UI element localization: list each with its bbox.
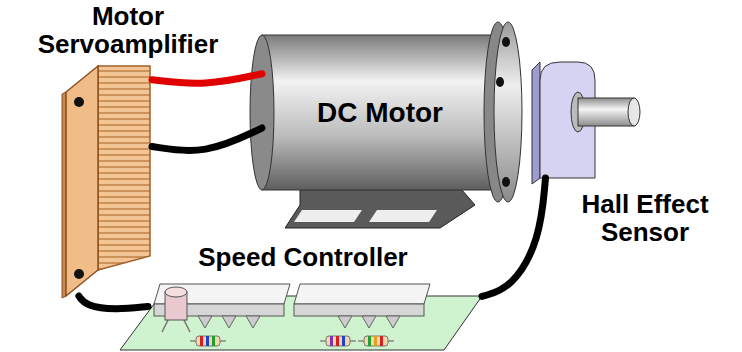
heatsink <box>62 66 150 298</box>
resistor-band <box>330 336 333 346</box>
power-wire <box>152 74 262 83</box>
circuit-board <box>120 284 482 350</box>
chip-pin <box>222 316 236 328</box>
power-wire <box>152 128 262 150</box>
heatsink-plate <box>66 66 98 296</box>
resistor-band <box>374 336 377 346</box>
motor-shaft <box>578 98 634 126</box>
motor-flange <box>494 22 522 202</box>
resistor <box>320 336 356 346</box>
chip-pin <box>386 316 400 328</box>
mounting-hole <box>74 269 84 279</box>
resistor-body <box>196 336 220 346</box>
control-wire <box>79 296 148 309</box>
sensor-side <box>532 62 540 184</box>
resistor <box>358 336 394 346</box>
chip-front <box>294 304 424 316</box>
speed-controller-node: Speed Controller <box>148 283 482 350</box>
resistor-band <box>336 336 339 346</box>
signal-wire <box>482 178 546 296</box>
capacitor-lead <box>184 320 190 332</box>
resistor <box>190 336 226 346</box>
mounting-hole <box>74 97 84 107</box>
capacitor-lead <box>162 320 168 332</box>
flange-hole <box>496 77 504 87</box>
resistor-band <box>200 336 203 346</box>
chip-pin <box>338 316 352 328</box>
chip-pin <box>362 316 376 328</box>
chip-top <box>294 284 430 304</box>
resistor-body <box>326 336 350 346</box>
shaft-end <box>628 98 640 126</box>
chip-pin <box>246 316 260 328</box>
hall-sensor-node: Hall Effect Sensor <box>540 62 595 178</box>
motor-label: DC Motor <box>317 97 443 128</box>
hall-sensor-label: Hall Effect Sensor <box>560 190 730 246</box>
flange-hole <box>502 37 510 47</box>
motor-end-cap <box>250 35 274 190</box>
resistor-band <box>380 336 383 346</box>
servoamplifier-label: Motor Servoamplifier <box>28 2 228 58</box>
servoamplifier-node: Motor Servoamplifier <box>66 66 152 296</box>
heatsink-fins <box>98 66 150 270</box>
resistor-band <box>206 336 209 346</box>
mount-slot <box>369 210 437 222</box>
resistor-body <box>364 336 388 346</box>
chip-pin <box>198 316 212 328</box>
resistor-band <box>342 336 345 346</box>
resistor-band <box>212 336 215 346</box>
dc-motor-drawing <box>250 22 522 228</box>
hall-sensor-drawing <box>532 62 640 184</box>
capacitor-top <box>165 287 187 297</box>
motor-body <box>262 35 498 190</box>
flange-hole <box>502 177 510 187</box>
speed-controller-label: Speed Controller <box>158 243 448 271</box>
resistor-band <box>368 336 371 346</box>
motor-node: DC Motor <box>262 35 498 190</box>
mount-slot <box>294 210 362 222</box>
